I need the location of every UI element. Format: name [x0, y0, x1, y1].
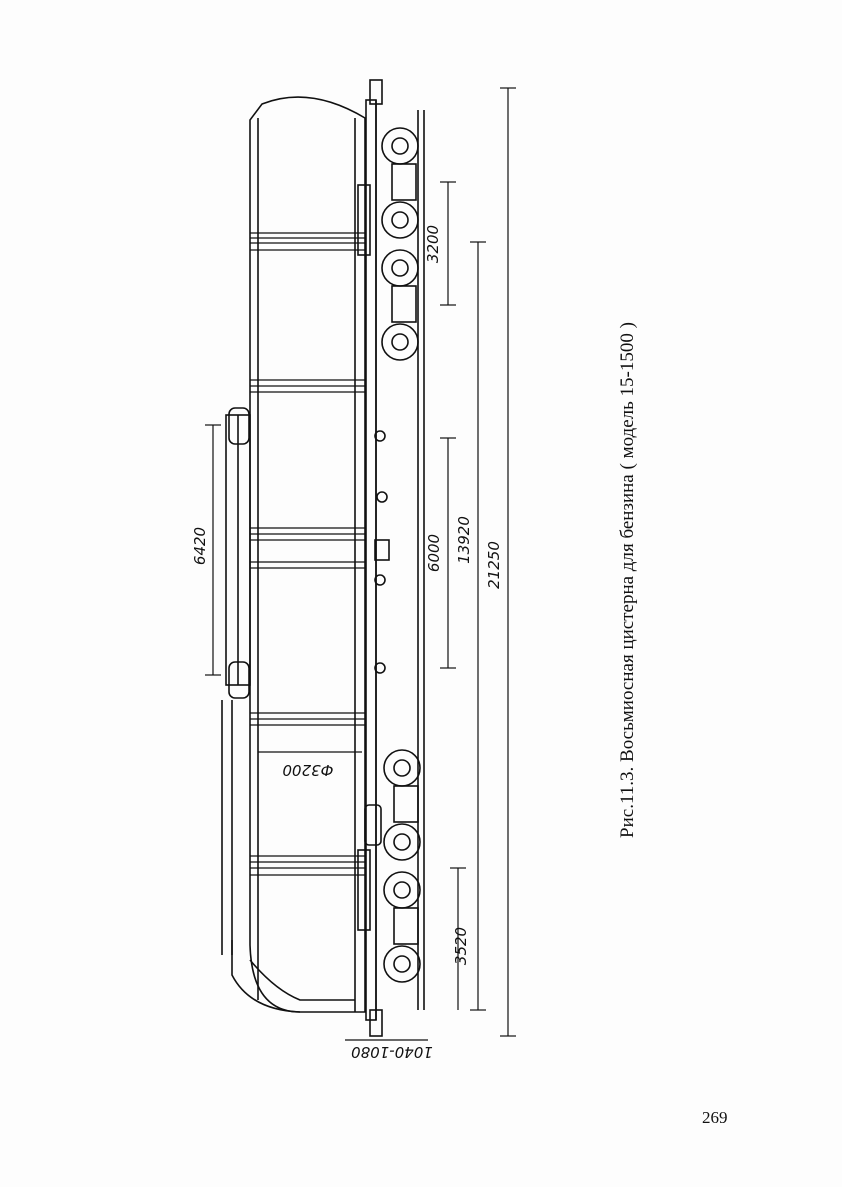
- walkway: [222, 408, 250, 955]
- dim-bogie-base: 3200: [424, 225, 442, 263]
- dim-middle-span: 6000: [425, 534, 443, 572]
- dim-tank-diameter: Ф3200: [282, 761, 333, 779]
- dim-bogie-span: 3520: [452, 927, 470, 965]
- figure-caption: Рис.11.3. Восьмиосная цистерна для бензи…: [617, 322, 639, 838]
- dim-centers: 13920: [455, 516, 473, 564]
- dim-walkway-length: 6420: [191, 527, 209, 565]
- underframe: [358, 80, 424, 1036]
- bogies: [382, 128, 420, 982]
- dim-overall-length: 21250: [485, 541, 503, 589]
- page-number: 269: [702, 1108, 728, 1128]
- dim-coupler-height: 1040-1080: [351, 1043, 433, 1061]
